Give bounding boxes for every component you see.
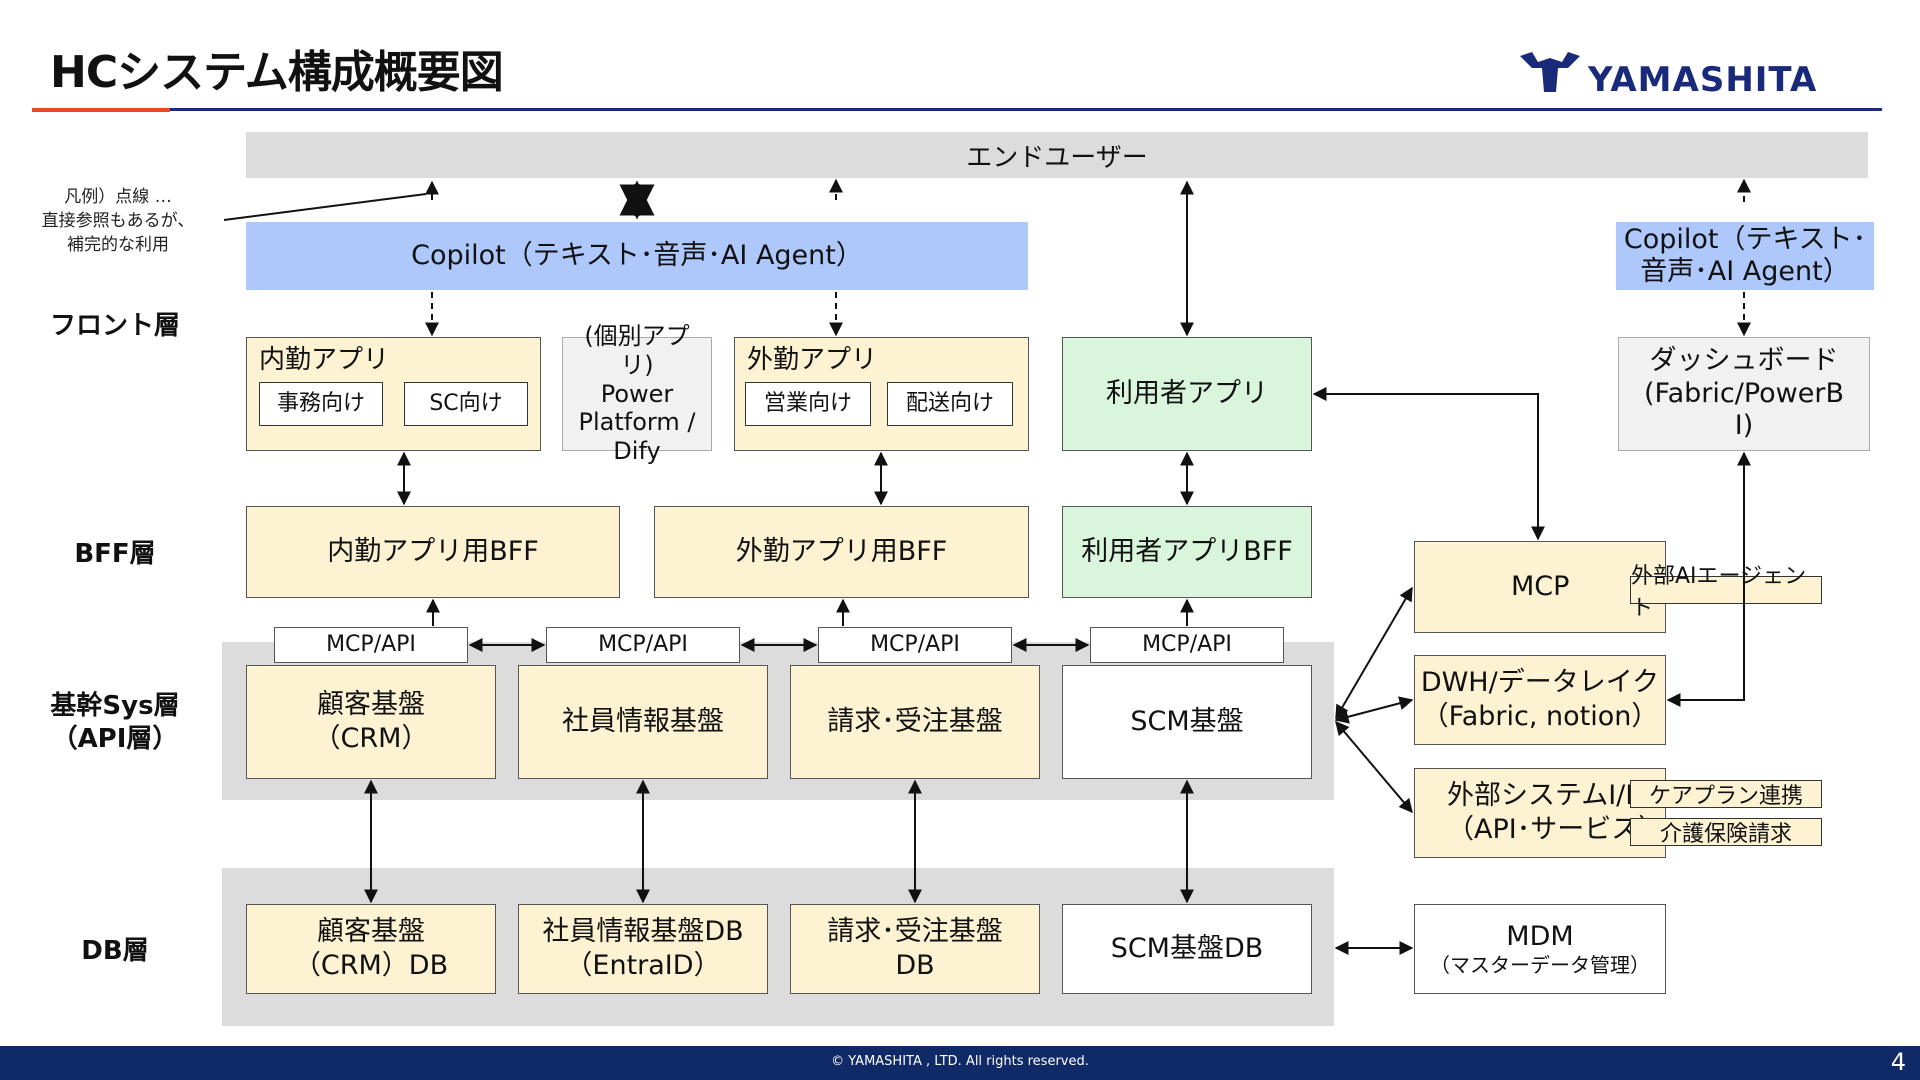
- bff-internal: 内勤アプリ用BFF: [246, 506, 620, 598]
- copilot-right-line: Copilot（テキスト･: [1623, 223, 1867, 255]
- user-app: 利用者アプリ: [1062, 337, 1312, 451]
- layer-label-db: DB層: [81, 936, 149, 966]
- mcp-api-1: MCP/API: [274, 627, 468, 663]
- bff-user: 利用者アプリBFF: [1062, 506, 1312, 598]
- mdm: MDM （マスターデータ管理）: [1414, 904, 1666, 994]
- title-rule: [170, 108, 1882, 111]
- db-employee: 社員情報基盤DB （EntraID）: [518, 904, 768, 994]
- internal-app: 内勤アプリ 事務向け SC向け: [246, 337, 541, 451]
- page-title: HCシステム構成概要図: [50, 47, 504, 98]
- core-employee: 社員情報基盤: [518, 665, 768, 779]
- internal-sub-office: 事務向け: [259, 382, 383, 426]
- scm-extsys-link: [1335, 720, 1413, 814]
- individual-app-line: Dify: [613, 437, 661, 466]
- core-crm-line: 顧客基盤: [317, 689, 425, 721]
- dashboard-line: (Fabric/PowerB: [1644, 377, 1844, 409]
- individual-app-line: リ): [620, 350, 654, 379]
- company-logo: YAMASHITA: [1518, 48, 1863, 102]
- footer-bar: © YAMASHITA , LTD. All rights reserved. …: [0, 1046, 1920, 1080]
- core-crm-line: （CRM）: [313, 723, 429, 754]
- individual-app-line: Power: [600, 379, 674, 408]
- core-billing: 請求･受注基盤: [790, 665, 1040, 779]
- db-billing: 請求･受注基盤 DB: [790, 904, 1040, 994]
- page-number: 4: [1890, 1048, 1906, 1076]
- legend-line: 補完的な利用: [67, 234, 169, 255]
- end-user-bar: エンドユーザー: [246, 132, 1868, 178]
- mcp-api-4: MCP/API: [1090, 627, 1284, 663]
- db-billing-line: DB: [895, 950, 935, 981]
- layer-label-core: 基幹Sys層 （API層）: [30, 690, 200, 755]
- legend-line: 凡例）点線 …: [64, 187, 172, 207]
- mcp-api-3: MCP/API: [818, 627, 1012, 663]
- external-sub-sales: 営業向け: [745, 382, 871, 426]
- external-sub-delivery: 配送向け: [887, 382, 1013, 426]
- legend-pointer: [223, 193, 427, 221]
- db-crm: 顧客基盤 （CRM）DB: [246, 904, 496, 994]
- mdm-label: MDM: [1506, 920, 1574, 952]
- individual-app: (個別アプ リ) Power Platform / Dify: [562, 322, 712, 465]
- dwh-dashboard-link: [1666, 451, 1751, 707]
- mdm-sublabel: （マスターデータ管理）: [1430, 953, 1650, 978]
- logo-text: YAMASHITA: [1588, 60, 1818, 100]
- internal-sub-sc: SC向け: [404, 382, 528, 426]
- external-app-label: 外勤アプリ: [747, 345, 878, 375]
- dashboard: ダッシュボード (Fabric/PowerB I): [1618, 337, 1870, 451]
- bff-external: 外勤アプリ用BFF: [654, 506, 1029, 598]
- db-employee-line: （EntraID）: [565, 950, 721, 981]
- db-crm-line: （CRM）DB: [293, 950, 449, 981]
- core-scm: SCM基盤: [1062, 665, 1312, 779]
- internal-app-label: 内勤アプリ: [259, 345, 390, 375]
- dashboard-line: ダッシュボード: [1649, 345, 1839, 377]
- layer-label-bff: BFF層: [74, 539, 156, 569]
- scm-mcp-link: [1335, 586, 1413, 720]
- care-insurance: 介護保険請求: [1630, 818, 1822, 847]
- dwh-line: （Fabric, notion）: [1421, 701, 1659, 732]
- care-plan: ケアプラン連携: [1630, 780, 1822, 809]
- legend-note: 凡例）点線 … 直接参照もあるが、 補完的な利用: [38, 186, 198, 257]
- external-system-line: 外部システムI/F: [1447, 780, 1641, 812]
- layer-label-core-line: 基幹Sys層: [50, 691, 180, 721]
- dwh-line: DWH/データレイク: [1420, 667, 1660, 699]
- mcp-server: MCP: [1414, 541, 1666, 633]
- individual-app-line: (個別アプ: [584, 322, 690, 351]
- db-employee-line: 社員情報基盤DB: [542, 916, 744, 948]
- copilot-right-line: 音声･AI Agent）: [1640, 256, 1850, 287]
- mcp-userapp-link: [1312, 387, 1545, 541]
- dashboard-line: I): [1734, 410, 1754, 442]
- mcp-api-2: MCP/API: [546, 627, 740, 663]
- logo-mark-icon: [1520, 52, 1580, 92]
- db-crm-line: 顧客基盤: [317, 916, 425, 948]
- db-billing-line: 請求･受注基盤: [827, 916, 1003, 948]
- db-scm: SCM基盤DB: [1062, 904, 1312, 994]
- scm-dwh-link: [1334, 696, 1414, 724]
- core-crm: 顧客基盤 （CRM）: [246, 665, 496, 779]
- end-user-label: エンドユーザー: [966, 142, 1148, 173]
- copilot-right: Copilot（テキスト･ 音声･AI Agent）: [1616, 222, 1874, 290]
- copilot-main: Copilot（テキスト･音声･AI Agent）: [246, 222, 1028, 290]
- external-system-if: 外部システムI/F （API･サービス）: [1414, 768, 1666, 858]
- external-app: 外勤アプリ 営業向け 配送向け: [734, 337, 1029, 451]
- external-system-line: （API･サービス）: [1447, 814, 1666, 845]
- layer-label-front: フロント層: [49, 311, 180, 341]
- layer-label-core-line: （API層）: [51, 723, 179, 754]
- mcp-server-label: MCP: [1511, 571, 1570, 603]
- copyright-text: © YAMASHITA , LTD. All rights reserved.: [831, 1054, 1089, 1069]
- legend-line: 直接参照もあるが、: [41, 210, 195, 231]
- title-rule-accent: [32, 108, 170, 112]
- individual-app-line: Platform /: [578, 408, 696, 437]
- dwh: DWH/データレイク （Fabric, notion）: [1414, 655, 1666, 745]
